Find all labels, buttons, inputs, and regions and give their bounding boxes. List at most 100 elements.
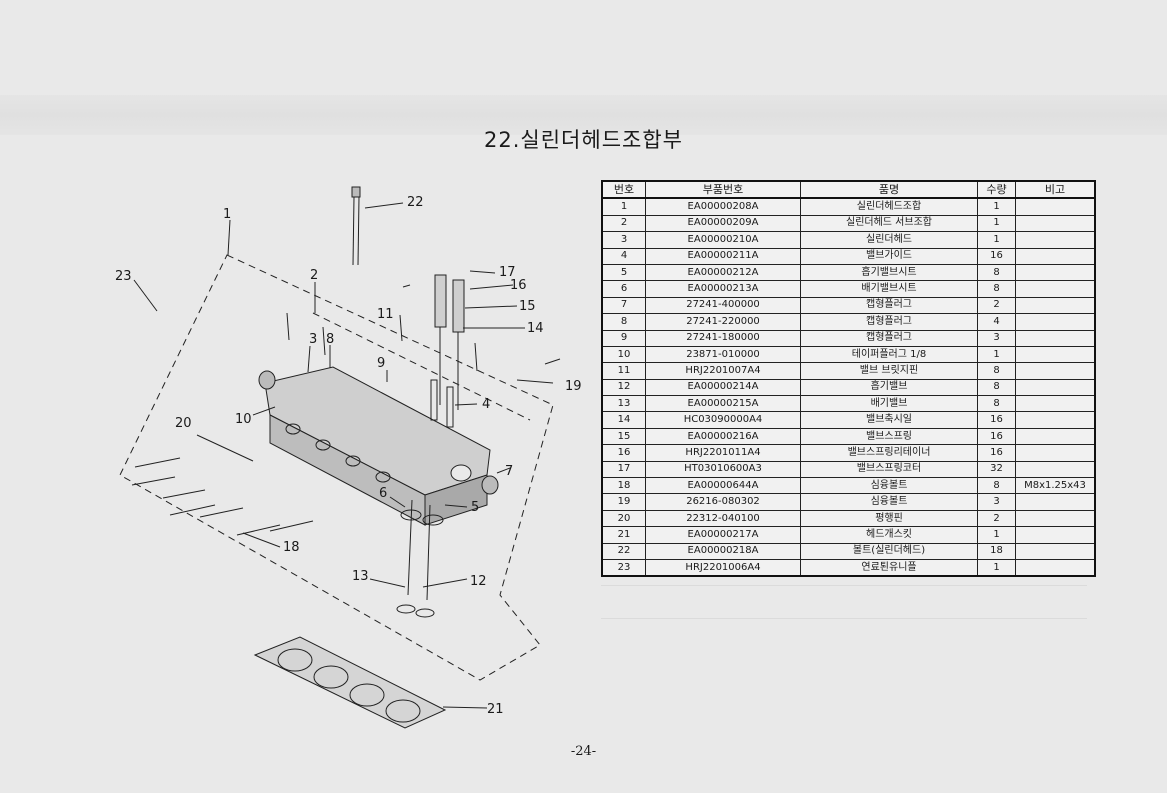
row-remarks: M8x1.25x43 — [1015, 477, 1096, 495]
row-remarks — [1015, 362, 1096, 380]
row-quantity: 16 — [977, 247, 1016, 265]
scan-ghost-lines — [601, 585, 1087, 619]
callout-3: 3 — [309, 332, 317, 347]
row-part-name: 밸브스프링 — [800, 427, 978, 446]
row-part-number: EA00000214A — [645, 378, 801, 397]
callout-18: 18 — [283, 540, 300, 555]
row-part-number: HC03090000A4 — [645, 411, 801, 429]
header-quantity: 수량 — [977, 179, 1016, 200]
row-quantity: 16 — [977, 411, 1016, 429]
row-number: 23 — [601, 558, 646, 578]
callout-15: 15 — [519, 299, 536, 314]
row-part-number: EA00000211A — [645, 247, 801, 265]
row-quantity: 8 — [977, 263, 1016, 282]
callout-5: 5 — [471, 500, 479, 515]
row-part-name: 배기밸브 — [800, 395, 978, 413]
callout-22: 22 — [407, 195, 424, 210]
row-part-name: 실린더헤드 — [800, 231, 978, 249]
row-quantity: 1 — [977, 558, 1016, 578]
row-part-name: 흡기밸브 — [800, 378, 978, 397]
row-quantity: 18 — [977, 542, 1016, 560]
row-part-name: 평행핀 — [800, 509, 978, 528]
row-part-number: 23871-010000 — [645, 345, 801, 364]
callout-21: 21 — [487, 702, 504, 717]
row-remarks — [1015, 280, 1096, 298]
row-number: 7 — [601, 296, 646, 315]
row-part-name: 헤드개스킷 — [800, 526, 978, 544]
row-part-name: 흡기밸브시트 — [800, 263, 978, 282]
row-number: 11 — [601, 362, 646, 380]
row-remarks — [1015, 558, 1096, 578]
callout-12: 12 — [470, 574, 487, 589]
row-part-name: 배기밸브시트 — [800, 280, 978, 298]
row-number: 9 — [601, 329, 646, 347]
callout-17: 17 — [499, 265, 516, 280]
row-remarks — [1015, 263, 1096, 282]
row-quantity: 16 — [977, 427, 1016, 446]
callout-4: 4 — [482, 397, 490, 412]
callout-labels: 1 2 3 4 5 6 7 8 9 10 11 12 13 14 15 16 1… — [115, 195, 582, 717]
row-part-number: HRJ2201006A4 — [645, 558, 801, 578]
row-part-name: 캡형플러그 — [800, 296, 978, 315]
row-part-number: HT03010600A3 — [645, 460, 801, 479]
row-remarks — [1015, 395, 1096, 413]
page-number: -24- — [570, 744, 597, 759]
scan-band — [0, 95, 1167, 135]
row-number: 20 — [601, 509, 646, 528]
row-number: 14 — [601, 411, 646, 429]
header-remarks: 비고 — [1015, 179, 1096, 200]
row-number: 16 — [601, 444, 646, 462]
row-quantity: 1 — [977, 214, 1016, 233]
row-part-name: 캡형플러그 — [800, 329, 978, 347]
row-part-number: EA00000215A — [645, 395, 801, 413]
row-remarks — [1015, 231, 1096, 249]
row-remarks — [1015, 460, 1096, 479]
row-remarks — [1015, 313, 1096, 331]
row-part-number: EA00000213A — [645, 280, 801, 298]
callout-14: 14 — [527, 321, 544, 336]
row-part-number: EA00000212A — [645, 263, 801, 282]
row-part-number: EA00000216A — [645, 427, 801, 446]
row-remarks — [1015, 493, 1096, 511]
row-number: 15 — [601, 427, 646, 446]
row-quantity: 3 — [977, 329, 1016, 347]
row-number: 17 — [601, 460, 646, 479]
exploded-diagram: 1 2 3 4 5 6 7 8 9 10 11 12 13 14 15 16 1… — [105, 175, 590, 730]
row-part-name: 밸브축시일 — [800, 411, 978, 429]
row-part-number: EA00000217A — [645, 526, 801, 544]
row-remarks — [1015, 509, 1096, 528]
callout-19: 19 — [565, 379, 582, 394]
row-part-number: HRJ2201007A4 — [645, 362, 801, 380]
callout-1: 1 — [223, 207, 231, 222]
row-part-number: EA00000644A — [645, 477, 801, 495]
row-quantity: 1 — [977, 345, 1016, 364]
row-remarks — [1015, 345, 1096, 364]
row-number: 21 — [601, 526, 646, 544]
row-quantity: 2 — [977, 296, 1016, 315]
callout-9: 9 — [377, 356, 385, 371]
row-part-name: 테이퍼플러그 1/8 — [800, 345, 978, 364]
row-quantity: 32 — [977, 460, 1016, 479]
row-quantity: 8 — [977, 362, 1016, 380]
row-remarks — [1015, 247, 1096, 265]
row-part-number: HRJ2201011A4 — [645, 444, 801, 462]
row-number: 4 — [601, 247, 646, 265]
row-part-number: EA00000209A — [645, 214, 801, 233]
